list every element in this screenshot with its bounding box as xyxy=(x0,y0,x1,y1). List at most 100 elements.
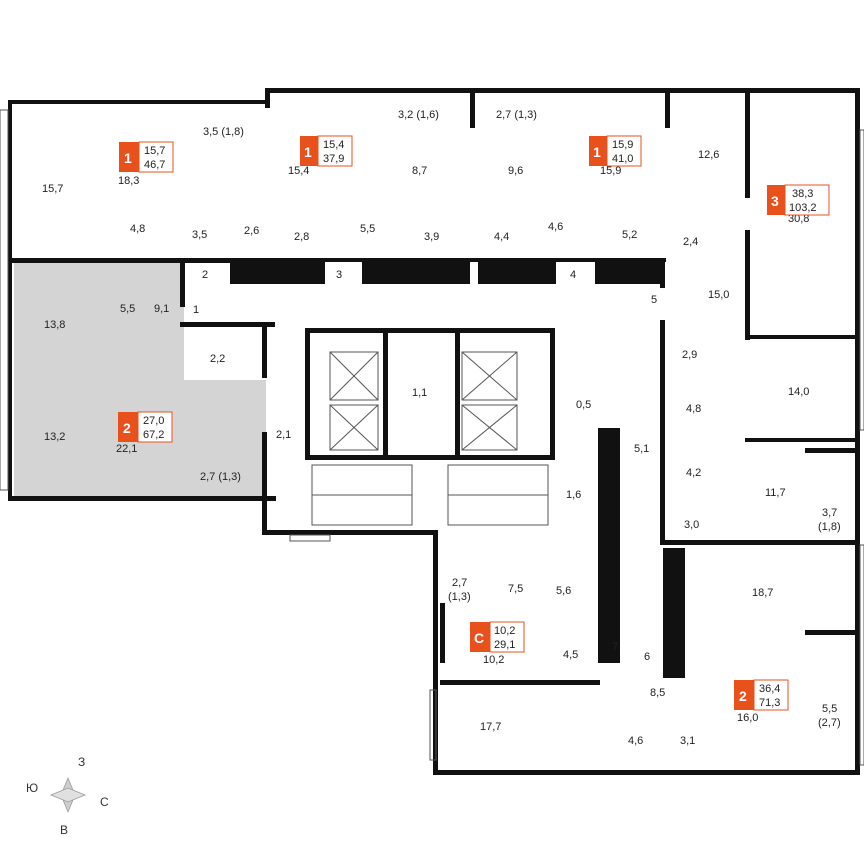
room-area: 15,0 xyxy=(708,289,729,301)
badge-total: 37,9 xyxy=(323,153,344,165)
badge-box xyxy=(734,680,754,710)
room-area: 2,7 xyxy=(452,577,467,589)
room-area: 30,8 xyxy=(788,213,809,225)
apartment-badge-apt-e[interactable]: 2 27,0 67,2 xyxy=(118,411,173,443)
room-area: 4,8 xyxy=(130,223,145,235)
compass-star-icon xyxy=(49,787,87,803)
room-area: 2,7 (1,3) xyxy=(496,109,537,121)
outer-walls xyxy=(8,88,860,775)
room-area: 15,7 xyxy=(42,183,63,195)
badge-living: 27,0 xyxy=(143,415,164,427)
room-area: 13,2 xyxy=(44,431,65,443)
badge-total: 103,2 xyxy=(789,202,817,214)
room-area: 14,0 xyxy=(788,386,809,398)
room-area: 5,5 xyxy=(120,303,135,315)
compass-west-label: Ю xyxy=(26,781,38,795)
highlighted-apartment-kitchen xyxy=(184,380,266,498)
room-area: (1,8) xyxy=(818,521,841,533)
door-number: 5 xyxy=(651,294,657,306)
badge-values-box xyxy=(137,411,173,443)
badge-values-box xyxy=(753,679,789,711)
highlighted-apartment xyxy=(14,262,184,498)
room-area: 3,5 xyxy=(192,229,207,241)
room-area: 0,5 xyxy=(576,399,591,411)
badge-rooms: 3 xyxy=(771,193,779,209)
room-area: 1,1 xyxy=(412,387,427,399)
badge-values-box xyxy=(606,135,642,167)
room-area: 8,7 xyxy=(412,165,427,177)
room-area: 9,6 xyxy=(508,165,523,177)
badge-box xyxy=(767,185,785,215)
door-number: 3 xyxy=(336,269,342,281)
badge-values-box xyxy=(317,135,353,167)
room-area: 5,5 xyxy=(360,223,375,235)
room-area: 17,7 xyxy=(480,721,501,733)
apartment-badge-apt-c[interactable]: 1 15,9 41,0 xyxy=(589,135,642,167)
apartment-badge-apt-d[interactable]: 3 38,3 103,2 xyxy=(767,184,830,216)
room-area: 5,2 xyxy=(622,229,637,241)
room-area: 9,1 xyxy=(154,303,169,315)
room-area: 3,9 xyxy=(424,231,439,243)
badge-total: 46,7 xyxy=(144,159,165,171)
badge-living: 15,4 xyxy=(323,139,344,151)
badge-total: 41,0 xyxy=(612,153,633,165)
badge-total: 29,1 xyxy=(494,639,515,651)
door-number: 1 xyxy=(193,304,199,316)
stair-lift-core xyxy=(305,328,555,526)
room-area: 5,6 xyxy=(556,585,571,597)
room-area: 3,7 xyxy=(822,507,837,519)
room-area: 7,5 xyxy=(508,583,523,595)
badge-total: 67,2 xyxy=(143,429,164,441)
room-area: 4,6 xyxy=(548,221,563,233)
interior-walls xyxy=(12,88,855,685)
door-number: 6 xyxy=(644,651,650,663)
badge-values-box xyxy=(489,621,525,653)
room-area: 15,9 xyxy=(600,165,621,177)
room-area: (2,7) xyxy=(818,717,841,729)
apartment-badge-apt-a[interactable]: 1 15,7 46,7 xyxy=(119,141,174,173)
room-area: 22,1 xyxy=(116,443,137,455)
room-area: 10,2 xyxy=(483,654,504,666)
room-area: 2,6 xyxy=(244,225,259,237)
compass-north-label: З xyxy=(78,755,85,769)
apartment-badge-apt-g[interactable]: 2 36,4 71,3 xyxy=(734,679,789,711)
badge-values-box xyxy=(784,184,830,216)
room-area: (1,3) xyxy=(448,591,471,603)
badge-box xyxy=(589,136,607,166)
room-area: 4,5 xyxy=(563,649,578,661)
badge-living: 15,7 xyxy=(144,145,165,157)
door-numbers: 1 2 3 4 5 6 7 xyxy=(193,269,657,663)
badge-box xyxy=(118,412,138,442)
compass-east-label: С xyxy=(100,795,109,809)
room-area: 4,6 xyxy=(628,735,643,747)
room-area: 2,1 xyxy=(276,429,291,441)
badge-living: 38,3 xyxy=(792,188,813,200)
room-area: 2,7 (1,3) xyxy=(200,471,241,483)
compass-rose: З С В Ю xyxy=(26,755,109,837)
room-area: 2,4 xyxy=(683,236,698,248)
badge-box xyxy=(119,142,139,172)
badge-rooms: 2 xyxy=(739,688,747,704)
badge-box xyxy=(300,136,318,166)
badge-rooms: 1 xyxy=(593,144,601,160)
room-area: 5,5 xyxy=(822,703,837,715)
room-area: 2,8 xyxy=(294,231,309,243)
compass-south-label: В xyxy=(60,823,68,837)
apartment-badge-apt-f[interactable]: С 10,2 29,1 xyxy=(470,621,525,653)
room-area: 18,3 xyxy=(118,175,139,187)
badge-living: 15,9 xyxy=(612,139,633,151)
badge-values-box xyxy=(138,141,174,173)
apartment-badge-apt-b[interactable]: 1 15,4 37,9 xyxy=(300,135,353,167)
room-area: 3,2 (1,6) xyxy=(398,109,439,121)
door-number: 4 xyxy=(570,269,576,281)
door-number: 2 xyxy=(202,269,208,281)
room-area: 12,6 xyxy=(698,149,719,161)
apartment-badges[interactable]: 1 15,7 46,7 1 15,4 37,9 1 15,9 41,0 3 38… xyxy=(118,135,830,711)
door-number: 7 xyxy=(612,641,618,653)
windows xyxy=(0,109,864,766)
room-area: 4,8 xyxy=(686,403,701,415)
room-area: 8,5 xyxy=(650,687,665,699)
room-area: 1,6 xyxy=(566,489,581,501)
room-area: 5,1 xyxy=(634,443,649,455)
